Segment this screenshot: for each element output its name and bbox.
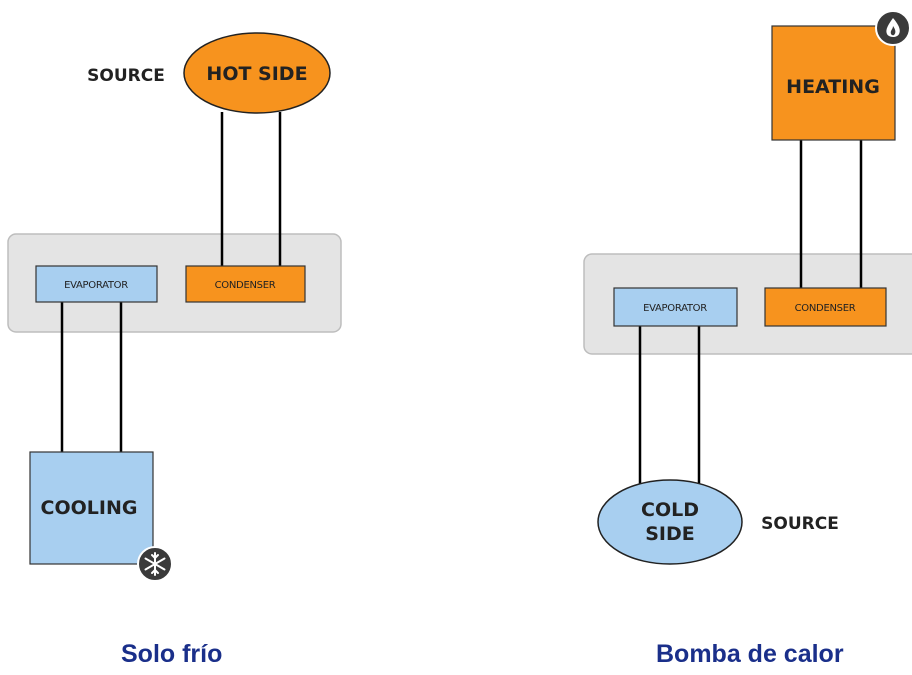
left-hot-side-label: HOT SIDE bbox=[206, 63, 307, 85]
right-heating-label: HEATING bbox=[786, 76, 880, 98]
right-caption: Bomba de calor bbox=[656, 640, 844, 668]
left-condenser-box bbox=[185, 265, 306, 303]
left-hot-side-ellipse bbox=[183, 32, 331, 114]
right-cold-side-label-line2: SIDE bbox=[645, 523, 695, 545]
right-evaporator-box bbox=[613, 287, 738, 327]
left-caption: Solo frío bbox=[121, 640, 223, 668]
right-condenser-box bbox=[764, 287, 887, 327]
right-cold-side-ellipse bbox=[597, 479, 743, 565]
right-condenser-label: CONDENSER bbox=[795, 303, 856, 314]
left-source-label: SOURCE bbox=[87, 66, 165, 86]
left-unit-panel bbox=[7, 233, 342, 333]
right-source-label: SOURCE bbox=[761, 514, 839, 534]
snowflake-icon bbox=[137, 546, 173, 582]
left-cooling-box bbox=[29, 451, 154, 565]
right-diagram: HEATING EVAPORATOR CONDENSER COLD SIDE S… bbox=[583, 10, 912, 565]
left-condenser-label: CONDENSER bbox=[215, 280, 276, 291]
left-diagram: HOT SIDE SOURCE EVAPORATOR CONDENSER COO… bbox=[7, 32, 342, 582]
left-evaporator-label: EVAPORATOR bbox=[64, 280, 128, 291]
flame-icon bbox=[875, 10, 911, 46]
left-cooling-label: COOLING bbox=[41, 497, 138, 519]
right-cold-side-label-line1: COLD bbox=[641, 499, 699, 521]
right-heating-box bbox=[771, 25, 896, 141]
left-evaporator-box bbox=[35, 265, 158, 303]
right-unit-panel bbox=[583, 253, 912, 355]
right-evaporator-label: EVAPORATOR bbox=[643, 303, 707, 314]
